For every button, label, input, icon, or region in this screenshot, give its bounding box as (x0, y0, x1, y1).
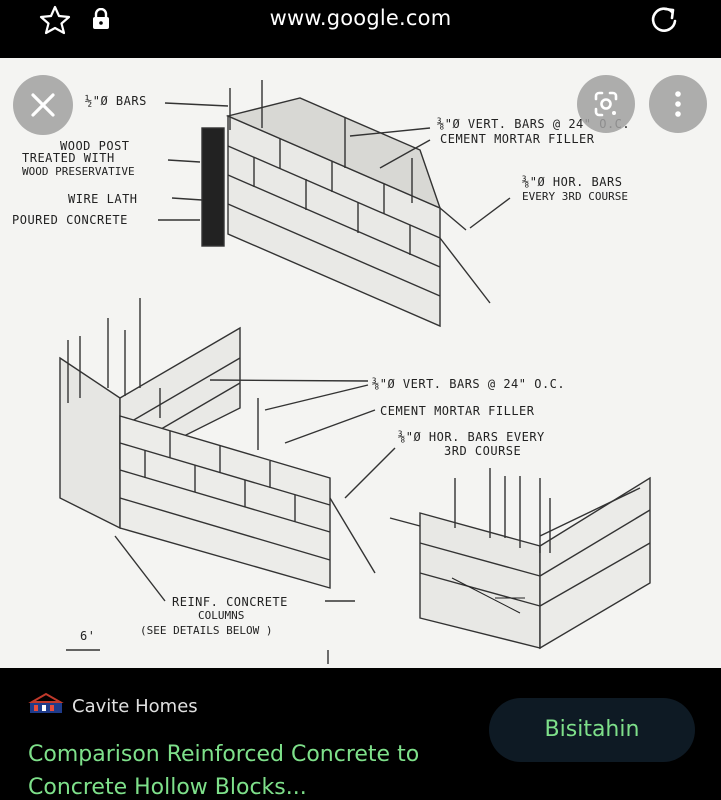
label-hor-bars-top-1: ⅜"Ø HOR. BARS (522, 175, 622, 189)
result-title[interactable]: Comparison Reinforced Concrete to Concre… (28, 742, 420, 800)
label-reinf-3: (SEE DETAILS BELOW ) (140, 624, 272, 637)
label-wood-post-2: TREATED WITH (22, 151, 115, 165)
label-dimension: 6' (80, 629, 95, 643)
source-logo-icon (28, 692, 64, 713)
lens-icon (594, 91, 618, 117)
label-vert-bars-mid: ⅜"Ø VERT. BARS @ 24" O.C. (372, 377, 565, 391)
label-poured-concrete: POURED CONCRETE (12, 213, 128, 227)
visit-button[interactable]: Bisitahin (489, 698, 695, 762)
url-text[interactable]: www.google.com (269, 6, 452, 30)
more-options-button[interactable] (649, 75, 707, 133)
label-hor-bars-mid-1: ⅜"Ø HOR. BARS EVERY (398, 430, 545, 444)
reload-icon[interactable] (646, 3, 682, 37)
label-cement-filler-mid: CEMENT MORTAR FILLER (380, 404, 535, 418)
bookmark-star-icon[interactable] (38, 5, 72, 35)
lens-search-button[interactable] (577, 75, 635, 133)
more-vert-icon (675, 91, 681, 117)
lock-icon[interactable] (91, 8, 111, 30)
image-viewer[interactable]: ½"Ø BARS ⅜"Ø VERT. BARS @ 24" O.C. CEMEN… (0, 58, 721, 668)
close-icon (31, 93, 55, 117)
source-name[interactable]: Cavite Homes (72, 696, 198, 717)
label-hor-bars-top-2: EVERY 3RD COURSE (522, 190, 628, 203)
label-reinf-2: COLUMNS (198, 609, 244, 622)
label-cement-filler-top: CEMENT MORTAR FILLER (440, 132, 595, 146)
label-wire-lath: WIRE LATH (68, 192, 138, 206)
browser-toolbar: www.google.com (0, 0, 721, 58)
label-wood-post-1: WOOD POST (60, 139, 130, 153)
label-wood-post-3: WOOD PRESERVATIVE (22, 165, 135, 178)
label-half-bars: ½"Ø BARS (85, 94, 147, 108)
label-hor-bars-mid-2: 3RD COURSE (444, 444, 521, 458)
close-button[interactable] (13, 75, 73, 135)
masonry-wall-diagram: ½"Ø BARS ⅜"Ø VERT. BARS @ 24" O.C. CEMEN… (12, 80, 651, 664)
label-reinf-1: REINF. CONCRETE (172, 595, 288, 609)
result-info-panel: Cavite Homes Comparison Reinforced Concr… (0, 668, 721, 800)
